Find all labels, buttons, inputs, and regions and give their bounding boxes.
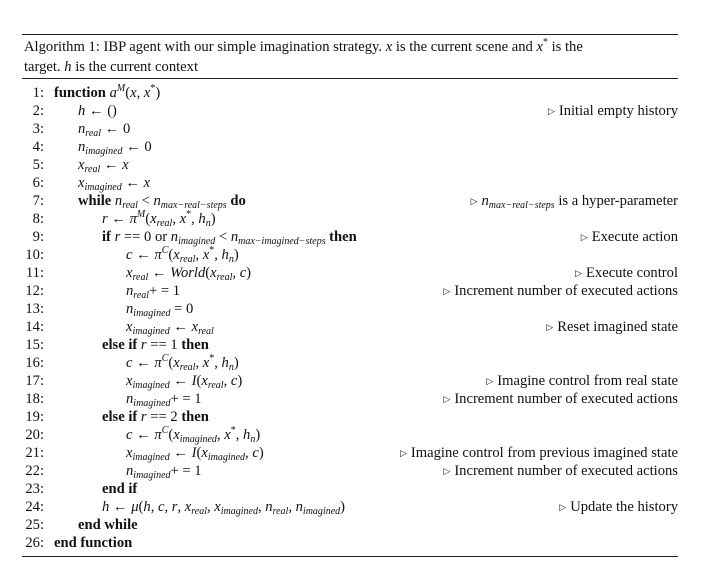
algo-line-4: 4: nimagined ← 0 xyxy=(32,139,152,157)
algo-line-19: 19: else if r == 2 then xyxy=(25,409,209,425)
caption-line-2: target. h is the current context xyxy=(24,59,199,75)
comment-l21: ▷Imagine control from previous imagined … xyxy=(400,445,678,461)
algo-line-21: 21: ximagined ← I(ximagined, c) ▷Imagine… xyxy=(25,445,678,463)
comment-l18: ▷Increment number of executed actions xyxy=(443,391,678,407)
algo-line-16: 16: c ← πC(xreal, x*, hn) xyxy=(25,353,239,373)
algo-line-11: 11: xreal ← World(xreal, c) ▷Execute con… xyxy=(25,265,678,283)
algo-line-18: 18: nimagined+ = 1 ▷Increment number of … xyxy=(25,391,678,409)
comment-l24: ▷Update the history xyxy=(559,499,678,515)
top-rule xyxy=(22,34,678,35)
algo-line-10: 10: c ← πC(xreal, x*, hn) xyxy=(25,245,239,265)
algo-line-7: 7: while nreal < nmax−real−steps do ▷nma… xyxy=(32,193,678,211)
algo-line-26: 26: end function xyxy=(25,535,133,551)
algo-line-23: 23: end if xyxy=(25,481,138,497)
comment-l7: ▷nmax−real−steps is a hyper-parameter xyxy=(470,193,678,211)
algo-line-6: 6: ximagined ← x xyxy=(32,175,151,193)
caption-line-1: Algorithm 1: IBP agent with our simple i… xyxy=(24,37,583,55)
algo-line-12: 12: nreal+ = 1 ▷Increment number of exec… xyxy=(25,283,678,301)
comment-l17: ▷Imagine control from real state xyxy=(486,373,678,389)
algo-line-22: 22: nimagined+ = 1 ▷Increment number of … xyxy=(25,463,678,481)
comment-l2: ▷Initial empty history xyxy=(547,103,678,119)
algo-line-5: 5: xreal ← x xyxy=(32,157,129,175)
comment-l22: ▷Increment number of executed actions xyxy=(443,463,678,479)
algo-line-2: 2: h ← () ▷Initial empty history xyxy=(32,103,678,119)
algo-line-25: 25: end while xyxy=(25,517,138,533)
algo-line-15: 15: else if r == 1 then xyxy=(25,337,209,353)
algo-line-1: 1: function aM(x, x*) xyxy=(32,83,161,101)
caption-rule xyxy=(22,78,678,79)
algo-line-9: 9: if r == 0 or nimagined < nmax−imagine… xyxy=(32,229,678,247)
algo-line-13: 13: nimagined = 0 xyxy=(25,301,194,319)
comment-l9: ▷Execute action xyxy=(580,229,678,245)
comment-l14: ▷Reset imagined state xyxy=(546,319,678,335)
algo-line-24: 24: h ← μ(h, c, r, xreal, ximagined, nre… xyxy=(25,499,678,517)
algo-line-17: 17: ximagined ← I(xreal, c) ▷Imagine con… xyxy=(25,373,678,391)
algo-line-20: 20: c ← πC(ximagined, x*, hn) xyxy=(25,425,261,445)
comment-l11: ▷Execute control xyxy=(575,265,678,281)
caption-label: Algorithm 1: xyxy=(24,39,100,55)
algo-line-14: 14: ximagined ← xreal ▷Reset imagined st… xyxy=(25,319,678,337)
algorithm-caption: Algorithm 1: IBP agent with our simple i… xyxy=(24,37,676,77)
algo-line-3: 3: nreal ← 0 xyxy=(32,121,131,139)
bottom-rule xyxy=(22,556,678,557)
comment-l12: ▷Increment number of executed actions xyxy=(443,283,678,299)
algo-line-8: 8: r ← πM(xreal, x*, hn) xyxy=(32,209,216,229)
